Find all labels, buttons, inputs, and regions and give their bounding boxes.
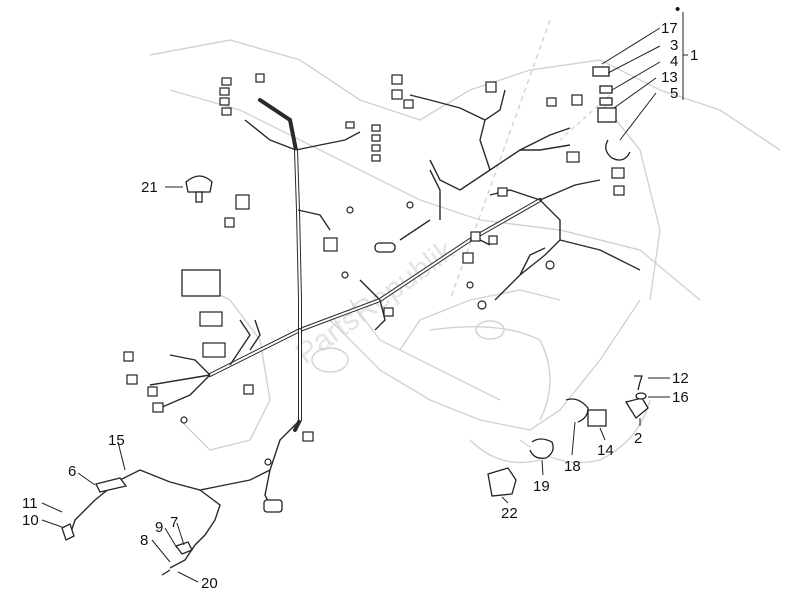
part-label-22: 22 [501,505,518,522]
part-label-15: 15 [108,432,125,449]
connectors [123,73,625,513]
part-label-11: 11 [22,495,38,512]
part-label-20: 20 [201,575,218,592]
part-label-7: 7 [170,514,178,531]
top-dot-marker: • [675,1,680,18]
part-label-21: 21 [141,179,158,196]
part-label-19: 19 [533,478,550,495]
part-label-6: 6 [68,463,76,480]
part-label-16: 16 [672,389,689,406]
part-label-5: 5 [670,85,678,102]
main-harness [69,89,641,569]
part-labels: • 17 3 1 4 13 5 21 12 16 2 14 18 19 22 1… [22,1,698,592]
part-label-14: 14 [597,442,614,459]
part-label-18: 18 [564,458,581,475]
part-label-4: 4 [670,53,678,70]
part-label-17: 17 [661,20,678,37]
part-label-2: 2 [634,430,642,447]
part-label-13: 13 [661,69,678,86]
part-label-12: 12 [672,370,689,387]
leader-lines [41,12,688,583]
part-label-8: 8 [140,532,148,549]
part-label-1: 1 [690,47,698,64]
part-label-9: 9 [155,519,163,536]
part-label-10: 10 [22,512,39,529]
part-label-3: 3 [670,37,678,54]
loose-parts [61,66,649,576]
